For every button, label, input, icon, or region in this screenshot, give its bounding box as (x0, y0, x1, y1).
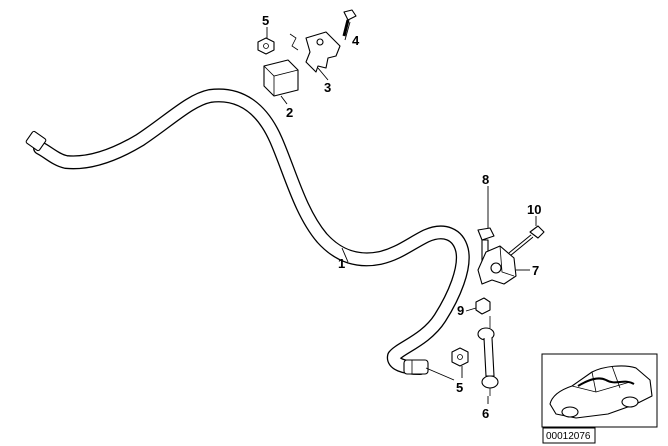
callout-3: 3 (324, 80, 331, 95)
hex-bolt-top[interactable] (342, 9, 357, 37)
callout-5-top: 5 (262, 13, 269, 28)
car-locator-inset: 00012076 (541, 353, 658, 444)
hex-bolt-long[interactable] (508, 225, 545, 256)
hex-nut-bottom[interactable] (451, 347, 469, 367)
hex-nut-top[interactable] (257, 37, 275, 55)
stabilizer-bar[interactable] (25, 88, 470, 375)
leader-lines (266, 21, 537, 404)
callout-6: 6 (482, 406, 489, 421)
mounting-bracket[interactable] (477, 245, 517, 285)
callout-1: 1 (338, 256, 345, 271)
callout-2: 2 (286, 105, 293, 120)
rubber-mount[interactable] (263, 59, 299, 97)
doc-number-box (542, 427, 596, 444)
washer-nut[interactable] (475, 297, 491, 315)
callout-4: 4 (352, 33, 360, 48)
doc-number: 00012076 (546, 431, 591, 442)
clamp-bracket[interactable] (289, 31, 341, 73)
callout-5-bottom: 5 (456, 380, 463, 395)
callout-9: 9 (457, 303, 464, 318)
car-silhouette (549, 365, 653, 419)
callout-10: 10 (527, 202, 541, 217)
callout-7: 7 (532, 263, 539, 278)
callout-numbers: 1 2 3 4 5 5 6 7 8 9 10 (262, 13, 541, 421)
stabilizer-link[interactable] (477, 316, 499, 396)
callout-8: 8 (482, 172, 489, 187)
